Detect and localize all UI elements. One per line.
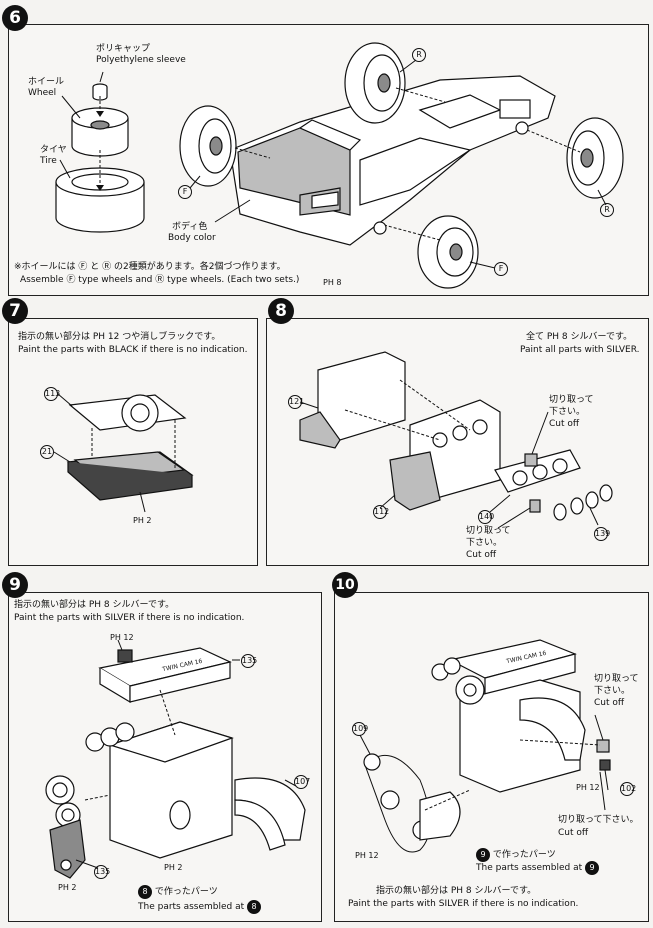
marker-f-front-right: F xyxy=(494,262,508,276)
step-10-assembled-jp: 9 で作ったパーツ xyxy=(476,848,556,862)
step-8-cut2-jp-2: 下さい。 xyxy=(466,538,503,548)
part-113-label: 113 xyxy=(44,387,60,401)
part-135-cover-label: 135 xyxy=(241,654,257,668)
body-color-jp: ボディ色 xyxy=(172,222,208,232)
marker-f-front-left: F xyxy=(178,185,192,199)
step-8-number: 8 xyxy=(268,298,294,324)
step-10-cut2-en: Cut off xyxy=(558,828,589,838)
step-9-note-jp: 指示の無い部分は PH 8 シルバーです。 xyxy=(14,600,175,610)
part-107-label: 107 xyxy=(294,775,310,789)
step-9-paint-ref-mid: PH 2 xyxy=(164,863,183,872)
step-10-note-jp: 指示の無い部分は PH 8 シルバーです。 xyxy=(376,886,537,896)
step-7-diagram xyxy=(53,393,194,513)
step-9-number: 9 xyxy=(2,572,28,598)
step-8-note-jp: 全て PH 8 シルバーです。 xyxy=(526,332,633,342)
step-9-note-en: Paint the parts with SILVER if there is … xyxy=(14,613,245,623)
wheel-label-jp: ホイール xyxy=(28,77,65,87)
step-6-number: 6 xyxy=(2,5,28,31)
sleeve-label-en: Polyethylene sleeve xyxy=(96,55,186,65)
step-9-assembled-en: The parts assembled at 8 xyxy=(138,900,262,914)
step-7-paint-ref: PH 2 xyxy=(133,516,152,525)
step-8-cut2-jp-1: 切り取って xyxy=(466,526,511,536)
step-10-cut-jp-2: 下さい。 xyxy=(594,686,631,696)
part-21-label: 21 xyxy=(40,445,54,459)
step-7-number: 7 xyxy=(2,298,28,324)
step-6-note-en: Assemble Ⓕ type wheels and Ⓡ type wheels… xyxy=(20,275,300,285)
part-135-cover-lower-label: 135 xyxy=(94,865,110,879)
step-10-cut-en: Cut off xyxy=(594,698,625,708)
step-10-paint-ref-left: PH 12 xyxy=(355,851,379,860)
step-8-cut-jp-1: 切り取って xyxy=(549,395,594,405)
step-8-cut-jp-2: 下さい。 xyxy=(549,407,586,417)
body-color-en: Body color xyxy=(168,233,216,243)
part-112-label: 112 xyxy=(373,505,389,519)
marker-r-rear-left: R xyxy=(412,48,426,62)
step-6-diagram xyxy=(55,42,624,289)
step-9-paint-ref-top: PH 12 xyxy=(110,633,134,642)
part-102-label: 102 xyxy=(620,782,636,796)
step-10-cut2-jp: 切り取って下さい。 xyxy=(558,815,639,825)
marker-r-rear-right: R xyxy=(600,203,614,217)
step-10-number: 10 xyxy=(332,572,358,598)
step-10-assembled-en: The parts assembled at 9 xyxy=(476,861,600,875)
step-9-paint-ref-bot: PH 2 xyxy=(58,883,77,892)
part-140-label: 140 xyxy=(478,510,494,524)
step-10-note-en: Paint the parts with SILVER if there is … xyxy=(348,899,579,909)
step-10-paint-ref-right: PH 12 xyxy=(576,783,600,792)
tire-label-en: Tire xyxy=(40,156,57,166)
step-6-note-jp: ※ホイールには Ⓕ と Ⓡ の2種類があります。各2個づつ作ります。 xyxy=(14,262,286,272)
step-7-note-en: Paint the parts with BLACK if there is n… xyxy=(18,345,248,355)
step-7-panel xyxy=(8,318,258,566)
step-10-cut-jp-1: 切り取って xyxy=(594,674,639,684)
step-8-cut-en: Cut off xyxy=(549,419,580,429)
tire-label-jp: タイヤ xyxy=(40,145,67,155)
step-8-diagram xyxy=(299,351,613,529)
wheel-label-en: Wheel xyxy=(28,88,57,98)
step-8-cut2-en: Cut off xyxy=(466,550,497,560)
sleeve-label-jp: ポリキャップ xyxy=(96,44,151,54)
part-109-label: 109 xyxy=(352,722,368,736)
step-9-diagram xyxy=(45,639,306,879)
step-8-note-en: Paint all parts with SILVER. xyxy=(520,345,640,355)
part-139-label: 139 xyxy=(594,527,610,541)
step-6-paint-ref: PH 8 xyxy=(323,278,342,287)
part-121-label: 121 xyxy=(288,395,304,409)
step-9-assembled-jp: 8 で作ったパーツ xyxy=(138,885,218,899)
step-7-note-jp: 指示の無い部分は PH 12 つや消しブラックです。 xyxy=(18,332,221,342)
